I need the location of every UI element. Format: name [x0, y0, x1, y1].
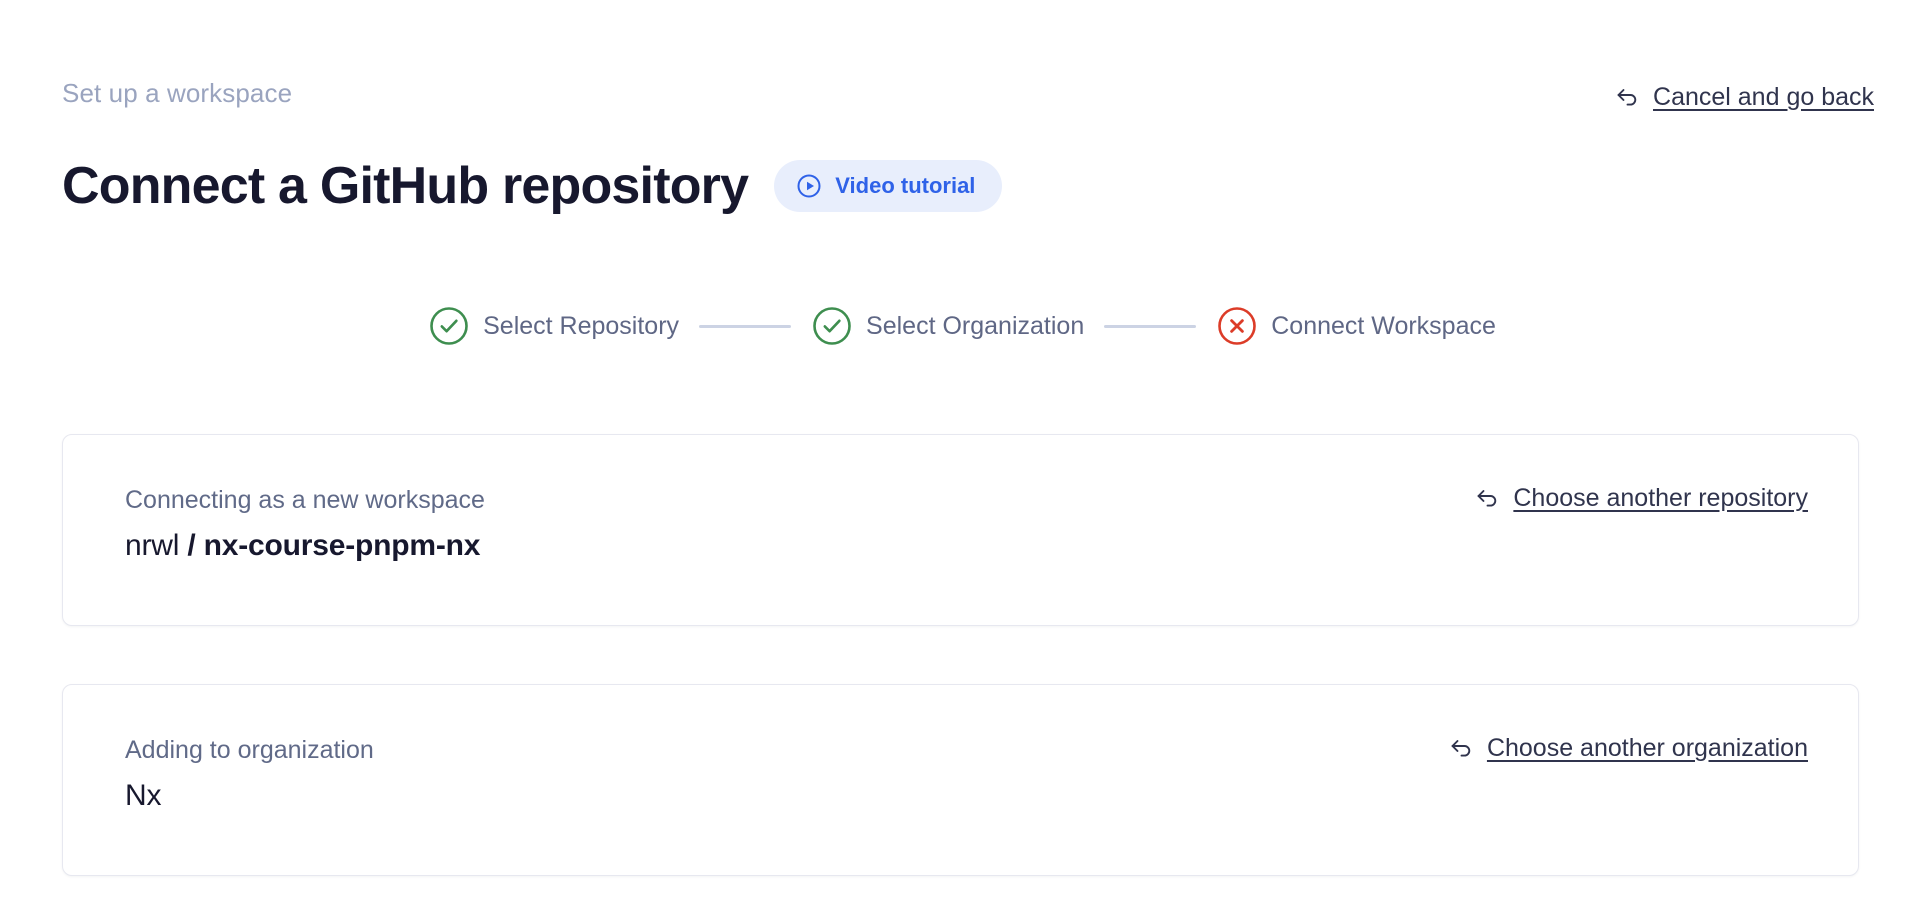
repository-name: nx-course-pnpm-nx: [203, 529, 481, 562]
step-label-select-repository: Select Repository: [483, 312, 680, 340]
choose-another-organization-label: Choose another organization: [1486, 734, 1808, 762]
choose-another-organization-link[interactable]: Choose another organization: [1447, 733, 1808, 763]
breadcrumb-eyebrow: Set up a workspace: [62, 78, 293, 108]
step-connector-1: [699, 324, 792, 328]
video-tutorial-label: Video tutorial: [835, 172, 976, 198]
page-header: Set up a workspace Connect a GitHub repo…: [62, 78, 1874, 252]
video-tutorial-button[interactable]: Video tutorial: [774, 159, 1003, 212]
repository-card-caption: Connecting as a new workspace: [125, 486, 485, 514]
step-select-repository[interactable]: Select Repository: [428, 305, 679, 347]
choose-another-repository-link[interactable]: Choose another repository: [1473, 483, 1808, 513]
cancel-and-go-back-label: Cancel and go back: [1653, 83, 1874, 111]
play-circle-icon: [796, 173, 822, 199]
step-label-select-organization: Select Organization: [866, 312, 1085, 340]
repository-separator: /: [179, 529, 204, 562]
title-row: Connect a GitHub repository Video tutori…: [62, 120, 1874, 252]
arrow-uturn-left-icon: [1613, 83, 1641, 111]
organization-card-value: Nx: [125, 779, 162, 812]
arrow-uturn-left-icon: [1473, 484, 1501, 512]
step-select-organization[interactable]: Select Organization: [811, 305, 1084, 347]
organization-card: Adding to organization Nx Choose another…: [62, 684, 1859, 876]
step-connector-2: [1104, 324, 1197, 328]
organization-card-caption: Adding to organization: [125, 736, 374, 764]
arrow-uturn-left-icon: [1447, 734, 1475, 762]
check-circle-icon: [428, 305, 470, 347]
step-label-connect-workspace: Connect Workspace: [1271, 312, 1496, 340]
repository-card: Connecting as a new workspace nrwl / nx-…: [62, 434, 1859, 626]
step-connect-workspace[interactable]: Connect Workspace: [1216, 305, 1496, 347]
repository-card-value: nrwl / nx-course-pnpm-nx: [125, 527, 1810, 565]
choose-another-repository-label: Choose another repository: [1513, 484, 1808, 512]
x-circle-icon: [1216, 305, 1258, 347]
check-circle-icon: [811, 305, 853, 347]
progress-stepper: Select Repository Select Organization Co…: [0, 305, 1924, 347]
cancel-and-go-back-link[interactable]: Cancel and go back: [1613, 82, 1874, 112]
repository-owner: nrwl: [125, 529, 180, 562]
page-title: Connect a GitHub repository: [62, 156, 749, 215]
